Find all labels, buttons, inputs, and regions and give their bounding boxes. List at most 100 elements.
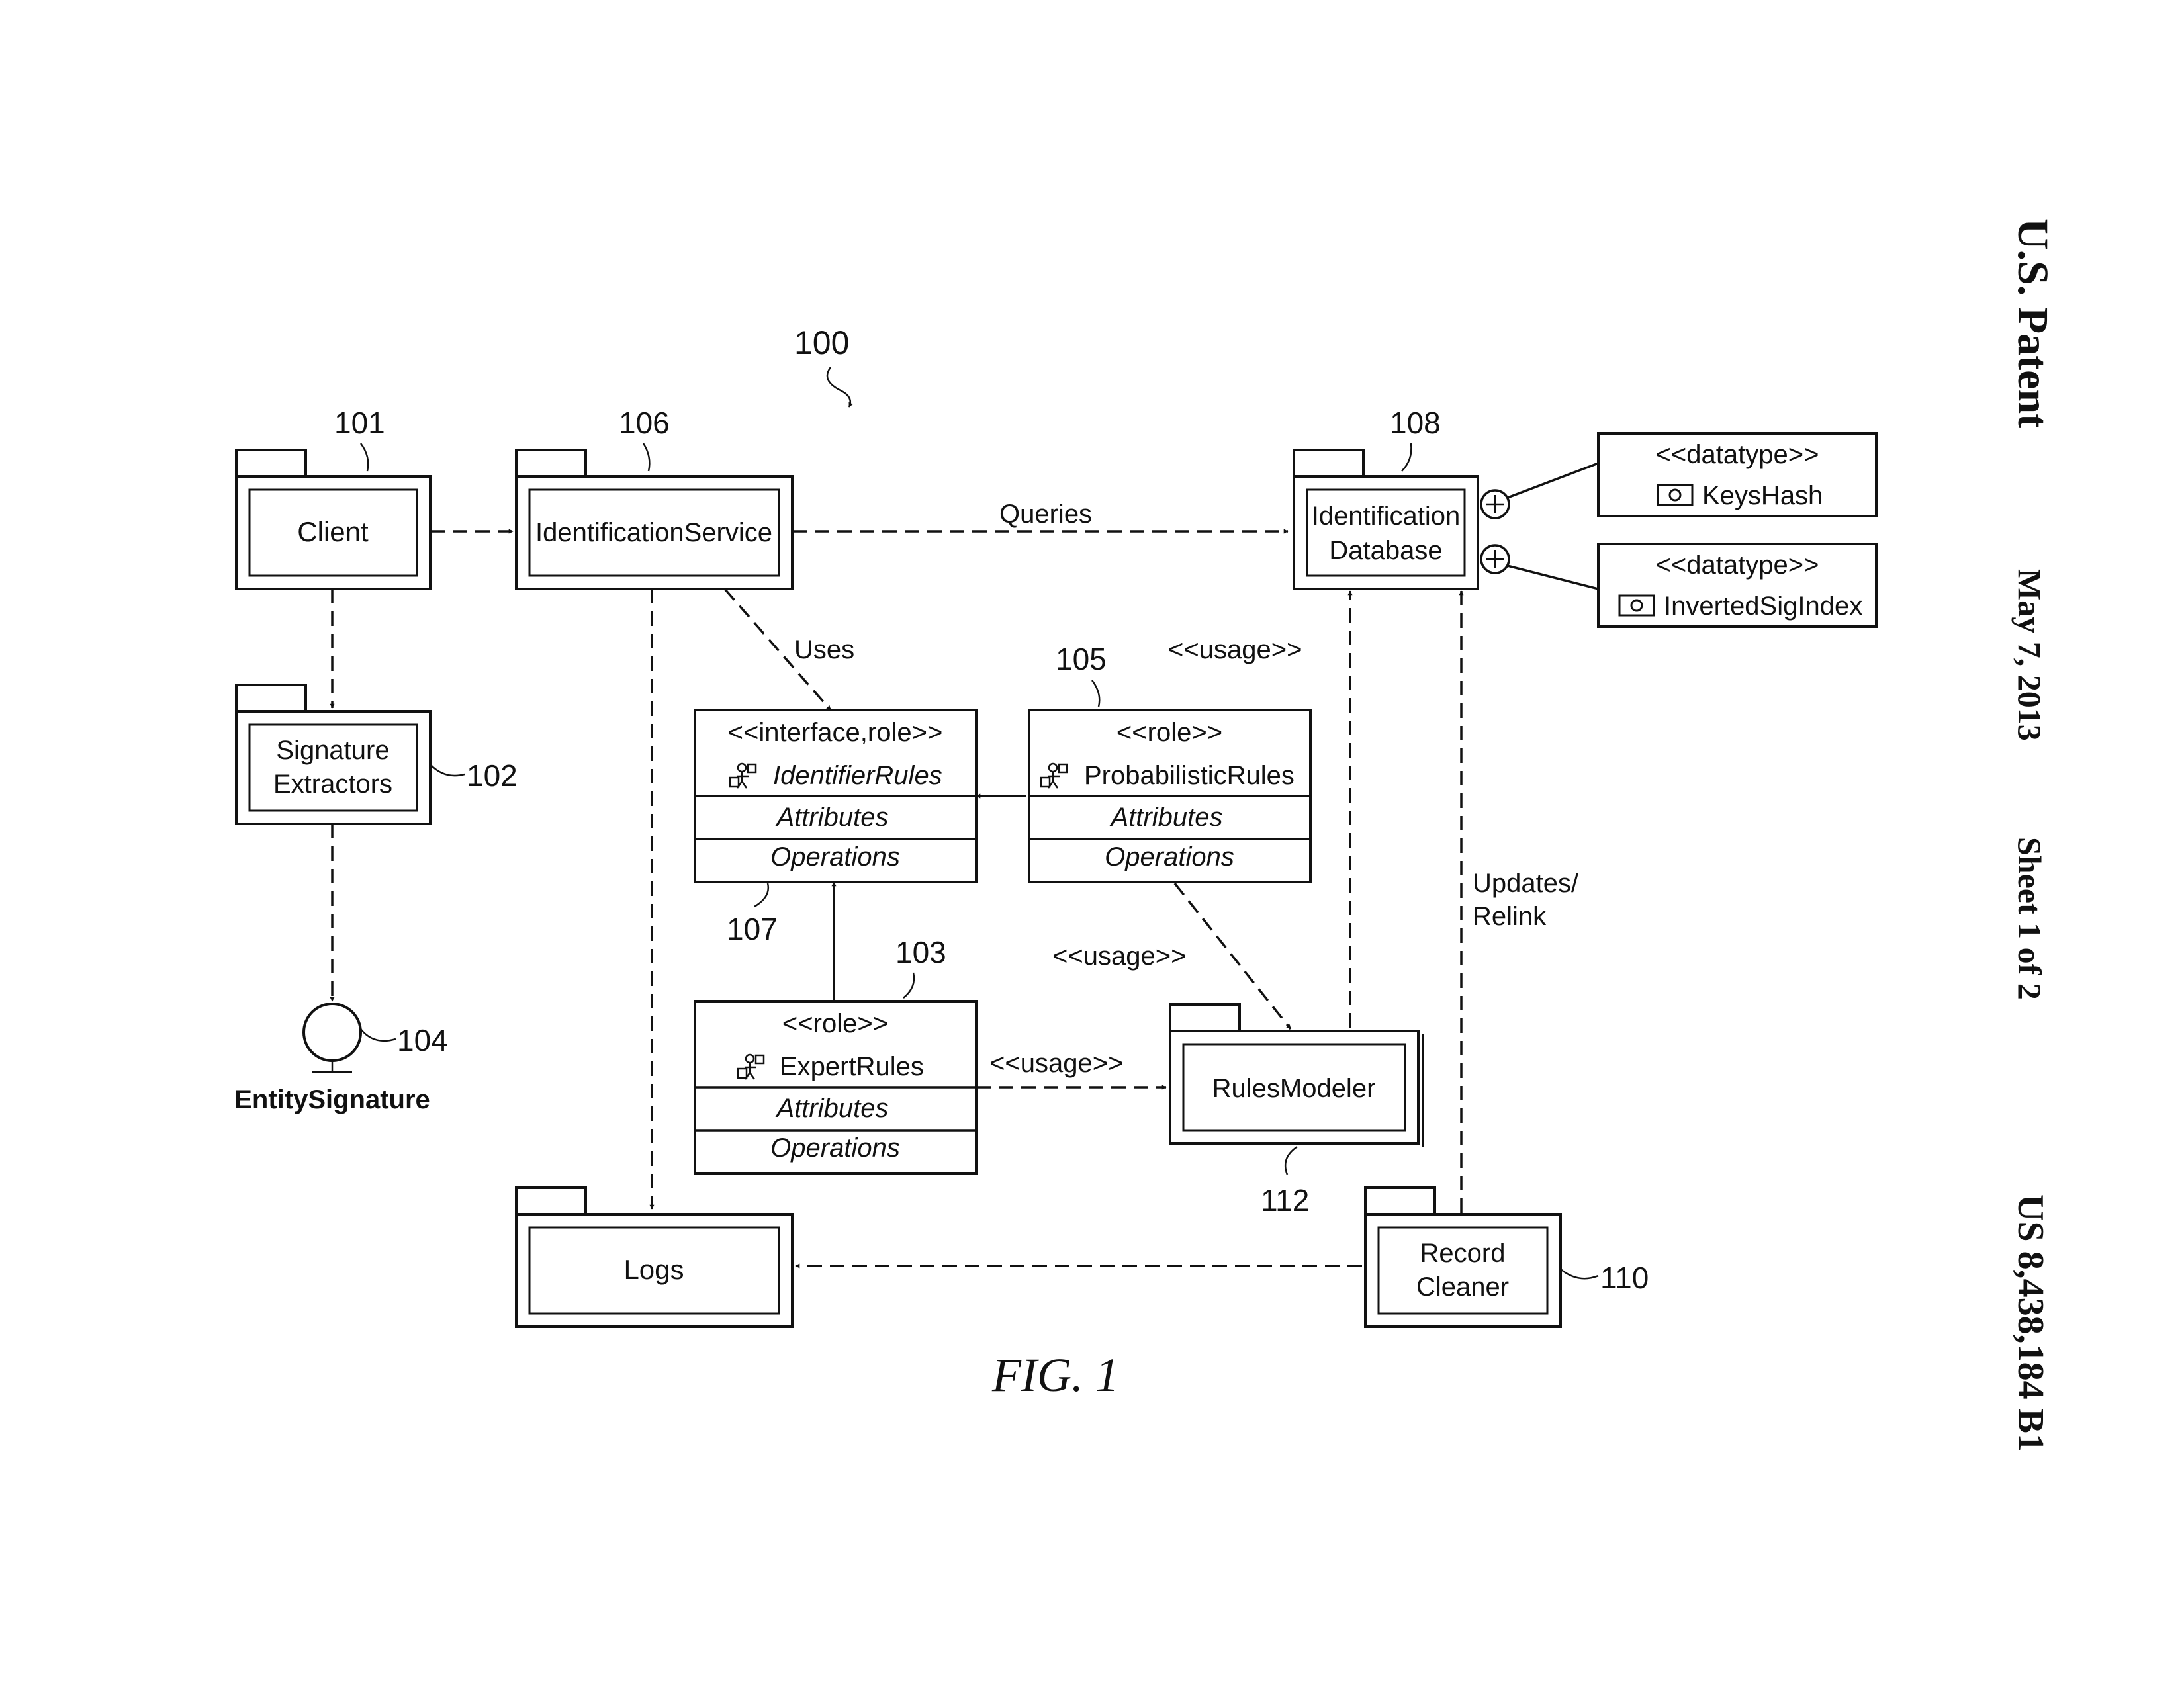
probabilistic-rules-class: <<role>> ProbabilisticRules Attributes O… (1028, 709, 1312, 883)
probabilistic-rules-operations: Operations (1105, 842, 1234, 871)
rules-modeler-label: RulesModeler (1212, 1074, 1376, 1103)
edge-label-usage-expert: <<usage>> (989, 1049, 1123, 1078)
identification-service-ref-leader (642, 443, 651, 472)
record-cleaner-ref-leader (1560, 1269, 1599, 1280)
expert-rules-operations: Operations (770, 1134, 900, 1163)
edge-label-relink: Relink (1473, 902, 1547, 931)
rules-modeler-ref: 112 (1261, 1183, 1309, 1218)
probabilistic-rules-ref: 105 (1056, 642, 1107, 676)
edge-usage-prob-modeler (1173, 882, 1292, 1030)
client-package: Client (235, 449, 432, 590)
probabilistic-rules-ref-leader (1091, 680, 1101, 707)
probabilistic-rules-stereotype: <<role>> (1116, 718, 1222, 747)
identifier-rules-stereotype: <<interface,role>> (728, 718, 943, 747)
client-ref-leader (359, 443, 369, 472)
signature-extractors-package: Signature Extractors (235, 684, 432, 825)
patent-header: U.S. Patent May 7, 2013 Sheet 1 of 2 US … (2009, 218, 2057, 1452)
edge-label-usage-db: <<usage>> (1168, 635, 1302, 664)
identifier-rules-name: IdentifierRules (773, 761, 942, 790)
entity-signature-label: EntitySignature (234, 1085, 430, 1114)
package-tab (1169, 1003, 1241, 1032)
expert-rules-name: ExpertRules (780, 1052, 924, 1081)
figure-ref-arrow (826, 367, 853, 408)
role-icon (737, 1053, 765, 1080)
package-inner (248, 723, 418, 812)
invertedsigindex-name: InvertedSigIndex (1664, 592, 1862, 621)
keyshash-connector (1480, 462, 1599, 519)
figure-caption: FIG. 1 (991, 1349, 1119, 1402)
logs-label: Logs (623, 1254, 684, 1285)
package-inner (1182, 1043, 1406, 1132)
invertedsigindex-stereotype: <<datatype>> (1656, 551, 1819, 580)
entity-signature-ref-leader (360, 1028, 396, 1042)
signature-extractors-label-line2: Extractors (273, 770, 392, 799)
identifier-rules-operations: Operations (770, 842, 900, 871)
expert-rules-attributes: Attributes (776, 1094, 889, 1123)
package-tab (235, 684, 307, 713)
header-office: U.S. Patent (2009, 218, 2057, 428)
header-patent-number: US 8,438,184 B1 (2010, 1194, 2051, 1452)
expert-rules-stereotype: <<role>> (782, 1009, 888, 1038)
record-cleaner-ref: 110 (1600, 1261, 1649, 1295)
figure-ref-number: 100 (794, 324, 849, 361)
identification-database-label-line2: Database (1329, 536, 1442, 565)
rules-modeler-package: RulesModeler (1169, 1003, 1424, 1147)
package-tab (515, 449, 587, 478)
invertedsigindex-datatype: <<datatype>> InvertedSigIndex (1597, 543, 1878, 628)
role-icon (1040, 762, 1068, 789)
expert-rules-ref: 103 (895, 935, 946, 969)
expert-rules-ref-leader (903, 972, 915, 999)
record-cleaner-label-line2: Cleaner (1416, 1272, 1509, 1302)
identifier-rules-class: <<interface,role>> IdentifierRules Attri… (694, 709, 978, 883)
identification-service-label: IdentificationService (535, 518, 772, 547)
header-sheet: Sheet 1 of 2 (2011, 837, 2048, 1000)
connectors (330, 529, 1464, 1269)
expert-rules-class: <<role>> ExpertRules Attributes Operatio… (694, 1000, 978, 1175)
package-inner (1306, 488, 1466, 577)
identifier-rules-ref: 107 (727, 912, 778, 946)
header-date: May 7, 2013 (2011, 569, 2048, 741)
datatype-icon (1657, 484, 1694, 506)
signature-extractors-ref: 102 (467, 758, 518, 793)
package-inner (528, 1226, 780, 1315)
signature-extractors-label-line1: Signature (276, 736, 389, 765)
edge-label-queries: Queries (999, 500, 1092, 529)
identification-service-ref: 106 (619, 406, 670, 440)
edge-label-uses: Uses (794, 635, 854, 664)
identification-database-label-line1: Identification (1312, 502, 1461, 531)
identification-database-package: Identification Database (1293, 449, 1479, 590)
identifier-rules-ref-leader (754, 883, 770, 908)
identification-service-package: IdentificationService (515, 449, 794, 590)
invertedsigindex-connector (1480, 544, 1599, 590)
role-icon (729, 762, 757, 789)
edge-uses (723, 588, 832, 711)
probabilistic-rules-name: ProbabilisticRules (1084, 761, 1295, 790)
entity-signature-circle (302, 1003, 362, 1062)
client-ref: 101 (334, 406, 385, 440)
package-inner (248, 488, 418, 577)
record-cleaner-package: Record Cleaner (1364, 1186, 1562, 1328)
keyshash-name: KeysHash (1702, 481, 1823, 510)
identification-database-ref-leader (1401, 443, 1412, 472)
signature-extractors-ref-leader (430, 764, 465, 777)
probabilistic-rules-attributes: Attributes (1110, 803, 1223, 832)
package-tab (515, 1186, 587, 1216)
logs-package: Logs (515, 1186, 794, 1328)
rules-modeler-ref-leader (1284, 1145, 1298, 1175)
datatype-box (1597, 432, 1878, 517)
identification-database-ref: 108 (1390, 406, 1441, 440)
datatype-icon (1618, 594, 1655, 617)
package-tab (1293, 449, 1365, 478)
keyshash-stereotype: <<datatype>> (1656, 440, 1819, 469)
entity-signature: EntitySignature (234, 1003, 430, 1114)
edge-label-usage-prob: <<usage>> (1052, 942, 1186, 971)
package-tab (235, 449, 307, 478)
entity-signature-ref: 104 (397, 1023, 448, 1057)
identifier-rules-attributes: Attributes (776, 803, 889, 832)
client-label: Client (297, 516, 369, 547)
package-inner (1377, 1226, 1549, 1315)
package-tab (1364, 1186, 1436, 1216)
package-inner (528, 488, 780, 577)
edge-label-updates: Updates/ (1473, 869, 1579, 898)
